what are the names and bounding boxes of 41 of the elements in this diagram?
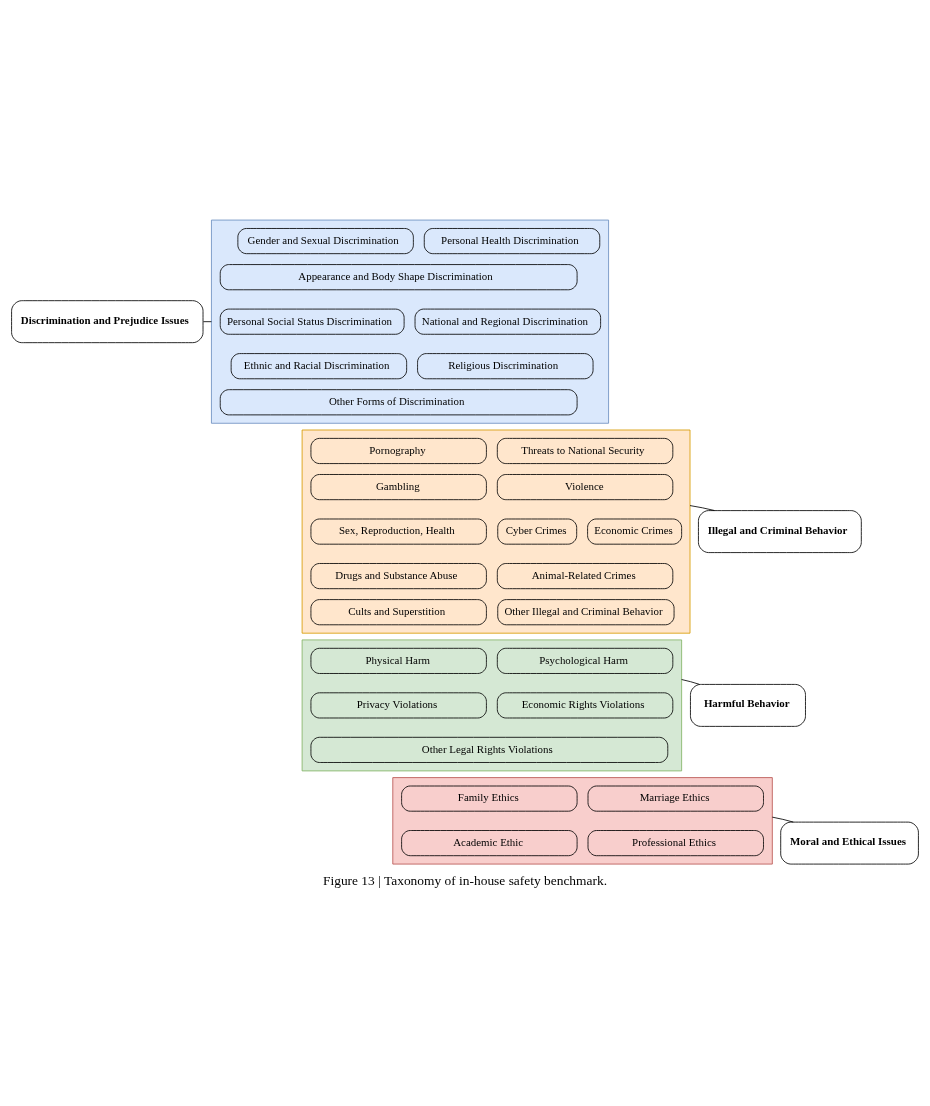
node-box: Harmful Behavior bbox=[690, 684, 806, 727]
node-box: Gambling bbox=[310, 474, 487, 501]
cluster bbox=[392, 777, 773, 865]
node-box: Personal Social Status Discrimination bbox=[219, 308, 405, 335]
node-box: Family Ethics bbox=[401, 785, 578, 812]
node-box: Ethnic and Racial Discrimination bbox=[230, 353, 408, 380]
connector bbox=[771, 816, 794, 823]
node-box: Discrimination and Prejudice Issues bbox=[11, 300, 204, 344]
node-box: Other Illegal and Criminal Behavior bbox=[497, 599, 675, 626]
cluster bbox=[301, 429, 691, 634]
node-box: Personal Health Discrimination bbox=[423, 228, 601, 255]
node-box: Marriage Ethics bbox=[587, 785, 764, 812]
node-box: Cults and Superstition bbox=[310, 599, 487, 626]
node-box: Threats to National Security bbox=[496, 437, 674, 464]
connector bbox=[681, 679, 700, 685]
node-box: Other Forms of Discrimination bbox=[219, 389, 578, 416]
node-box: Moral and Ethical Issues bbox=[780, 821, 919, 865]
node-box: Religious Discrimination bbox=[417, 353, 594, 380]
node-box: Professional Ethics bbox=[587, 830, 764, 857]
node-box: Cyber Crimes bbox=[497, 518, 578, 545]
node-box: Physical Harm bbox=[310, 647, 487, 674]
node-box: National and Regional Discrimination bbox=[414, 308, 601, 335]
caption: Figure 13 | Taxonomy of in-house safety benchmark. bbox=[322, 872, 608, 888]
node-box: Academic Ethic bbox=[401, 830, 578, 857]
node-box: Privacy Violations bbox=[310, 692, 487, 719]
node-box: Gender and Sexual Discrimination bbox=[237, 228, 414, 255]
node-box: Drugs and Substance Abuse bbox=[310, 563, 487, 590]
node-box: Economic Crimes bbox=[587, 518, 683, 545]
cluster bbox=[301, 639, 683, 772]
node-box: Illegal and Criminal Behavior bbox=[698, 510, 862, 553]
node-box: Pornography bbox=[310, 437, 487, 464]
node-box: Animal-Related Crimes bbox=[496, 563, 674, 590]
node-box: Sex, Reproduction, Health bbox=[310, 518, 487, 545]
node-box: Appearance and Body Shape Discrimination bbox=[219, 264, 578, 291]
connector bbox=[689, 505, 716, 511]
cluster bbox=[211, 219, 609, 424]
node-box: Psychological Harm bbox=[496, 647, 674, 674]
node-box: Violence bbox=[496, 474, 674, 501]
node-box: Other Legal Rights Violations bbox=[310, 736, 669, 763]
connector bbox=[202, 321, 212, 323]
node-box: Economic Rights Violations bbox=[496, 692, 674, 719]
